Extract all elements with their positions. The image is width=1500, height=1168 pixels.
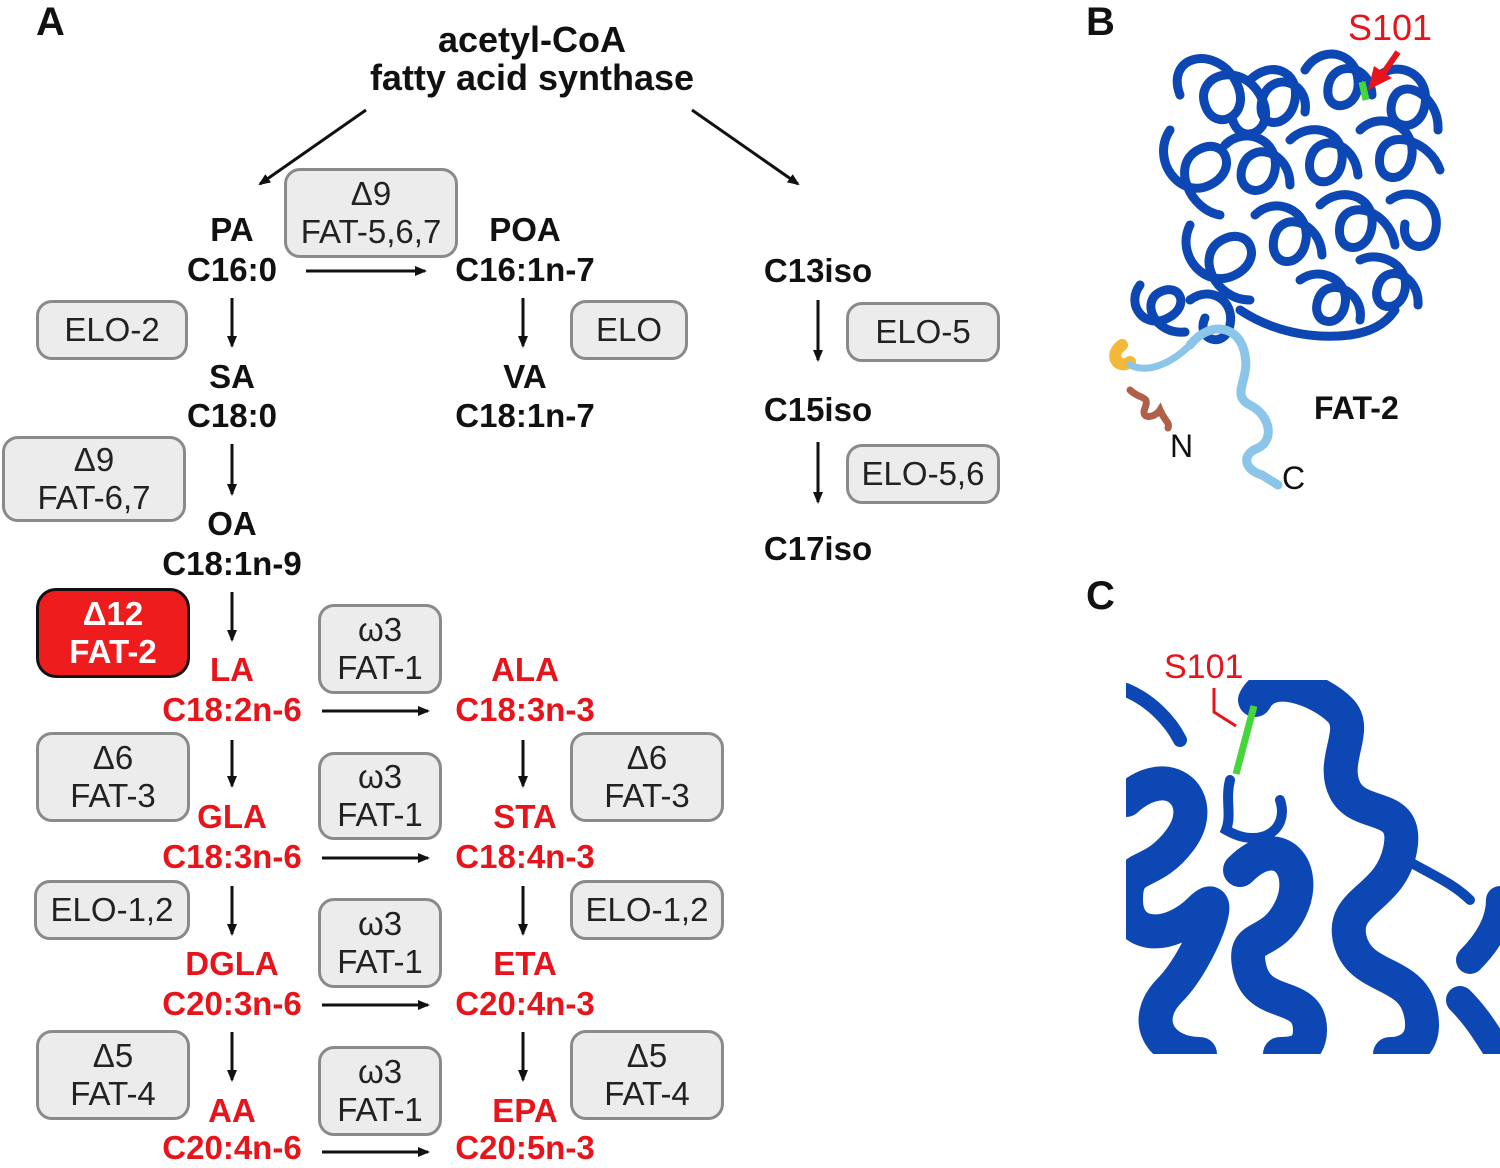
- enzyme-line2: FAT-3: [604, 777, 690, 814]
- node-sa-name: SA: [209, 358, 255, 395]
- enzyme-line2: FAT-4: [70, 1075, 156, 1112]
- enzyme-line2: FAT-1: [337, 943, 423, 980]
- node-la-formula: C18:2n-6: [162, 691, 302, 728]
- panel-label-b: B: [1086, 0, 1115, 44]
- enzyme-line1: ELO-1,2: [50, 891, 174, 928]
- enzyme-delta5-fat4-left: Δ5 FAT-4: [36, 1030, 190, 1120]
- enzyme-line2: FAT-1: [337, 796, 423, 833]
- enzyme-line1: ELO-2: [64, 311, 160, 348]
- enzyme-omega3-fat1-2: ω3 FAT-1: [318, 752, 442, 840]
- enzyme-line1: ELO-1,2: [585, 891, 709, 928]
- node-poa-formula: C16:1n-7: [455, 251, 595, 288]
- node-va-name: VA: [503, 358, 547, 395]
- node-poa-name: POA: [489, 211, 561, 248]
- node-la-name: LA: [210, 651, 254, 688]
- node-ala-formula: C18:3n-3: [455, 691, 595, 728]
- s101-label-c: S101: [1164, 648, 1244, 686]
- enzyme-line1: ω3: [357, 905, 403, 942]
- enzyme-line1: ω3: [357, 758, 403, 795]
- enzyme-line1: Δ5: [626, 1037, 668, 1074]
- enzyme-line2: FAT-2: [69, 633, 157, 670]
- node-aa-formula: C20:4n-6: [162, 1129, 302, 1166]
- node-epa-name: EPA: [492, 1092, 558, 1129]
- enzyme-elo56: ELO-5,6: [846, 444, 1000, 504]
- node-c13iso: C13iso: [763, 252, 873, 289]
- node-ala-name: ALA: [491, 651, 559, 688]
- source-line2: fatty acid synthase: [369, 57, 695, 98]
- protein-ribbon-body: [1130, 49, 1445, 345]
- node-epa-formula: C20:5n-3: [455, 1129, 595, 1166]
- node-sa-formula: C18:0: [187, 397, 277, 434]
- panel-label-a: A: [36, 0, 65, 44]
- s101-arrowhead: [1368, 66, 1392, 90]
- enzyme-delta9-fat567: Δ9 FAT-5,6,7: [284, 168, 458, 258]
- enzyme-omega3-fat1-1: ω3 FAT-1: [318, 604, 442, 694]
- enzyme-delta6-fat3-left: Δ6 FAT-3: [36, 732, 190, 822]
- enzyme-elo5: ELO-5: [846, 302, 1000, 362]
- node-dgla-name: DGLA: [185, 945, 279, 982]
- s101-site-green: [1358, 81, 1370, 101]
- enzyme-line2: FAT-4: [604, 1075, 690, 1112]
- node-oa-name: OA: [207, 505, 257, 542]
- enzyme-line1: Δ5: [92, 1037, 134, 1074]
- enzyme-line1: ω3: [357, 611, 403, 648]
- enzyme-line1: Δ9: [73, 441, 115, 478]
- enzyme-line2: FAT-3: [70, 777, 156, 814]
- node-eta-name: ETA: [493, 945, 557, 982]
- node-dgla-formula: C20:3n-6: [162, 985, 302, 1022]
- n-terminus-label: N: [1170, 428, 1194, 464]
- enzyme-line1: Δ12: [82, 595, 144, 632]
- node-pa-formula: C16:0: [187, 251, 277, 288]
- enzyme-line2: FAT-1: [337, 1091, 423, 1128]
- node-sta-name: STA: [493, 798, 557, 835]
- enzyme-elo: ELO: [570, 300, 688, 360]
- arrow-to-branched: [691, 108, 800, 186]
- enzyme-elo2: ELO-2: [36, 300, 188, 360]
- enzyme-delta12-fat2-highlight: Δ12 FAT-2: [36, 588, 190, 678]
- enzyme-line1: ELO: [595, 311, 663, 348]
- enzyme-elo12-left: ELO-1,2: [34, 880, 190, 940]
- node-va-formula: C18:1n-7: [455, 397, 595, 434]
- closeup-ribbons: [1126, 680, 1500, 1054]
- fat2-protein-label: FAT-2: [1314, 390, 1399, 426]
- enzyme-delta9-fat67: Δ9 FAT-6,7: [2, 436, 186, 522]
- enzyme-line2: FAT-5,6,7: [300, 213, 442, 250]
- panel-label-c: C: [1086, 574, 1115, 618]
- arrow-to-pa: [258, 108, 367, 186]
- node-sta-formula: C18:4n-3: [455, 838, 595, 875]
- enzyme-omega3-fat1-4: ω3 FAT-1: [318, 1046, 442, 1136]
- s101-label-b: S101: [1348, 7, 1433, 48]
- enzyme-omega3-fat1-3: ω3 FAT-1: [318, 898, 442, 988]
- node-c17iso: C17iso: [763, 530, 873, 567]
- n-terminal-segment: [1109, 339, 1194, 432]
- node-gla-formula: C18:3n-6: [162, 838, 302, 875]
- enzyme-line1: Δ9: [350, 175, 392, 212]
- enzyme-line1: Δ6: [92, 739, 134, 776]
- s101-site-green: [1232, 705, 1258, 775]
- node-c15iso: C15iso: [763, 391, 873, 428]
- enzyme-line1: ELO-5: [875, 313, 971, 350]
- s101-leader-line: [1212, 688, 1237, 728]
- enzyme-elo12-right: ELO-1,2: [570, 880, 724, 940]
- enzyme-delta6-fat3-right: Δ6 FAT-3: [570, 732, 724, 822]
- node-eta-formula: C20:4n-3: [455, 985, 595, 1022]
- enzyme-line1: ω3: [357, 1053, 403, 1090]
- enzyme-line2: FAT-6,7: [37, 479, 151, 516]
- node-oa-formula: C18:1n-9: [162, 545, 302, 582]
- enzyme-line2: FAT-1: [337, 649, 423, 686]
- enzyme-delta5-fat4-right: Δ5 FAT-4: [570, 1030, 724, 1120]
- source-line1: acetyl-CoA: [437, 19, 627, 60]
- enzyme-line1: Δ6: [626, 739, 668, 776]
- c-terminal-helix: [1185, 324, 1283, 490]
- node-pa-name: PA: [210, 211, 254, 248]
- node-gla-name: GLA: [197, 798, 267, 835]
- node-aa-name: AA: [208, 1092, 256, 1129]
- c-terminus-label: C: [1282, 460, 1306, 496]
- enzyme-line1: ELO-5,6: [861, 455, 985, 492]
